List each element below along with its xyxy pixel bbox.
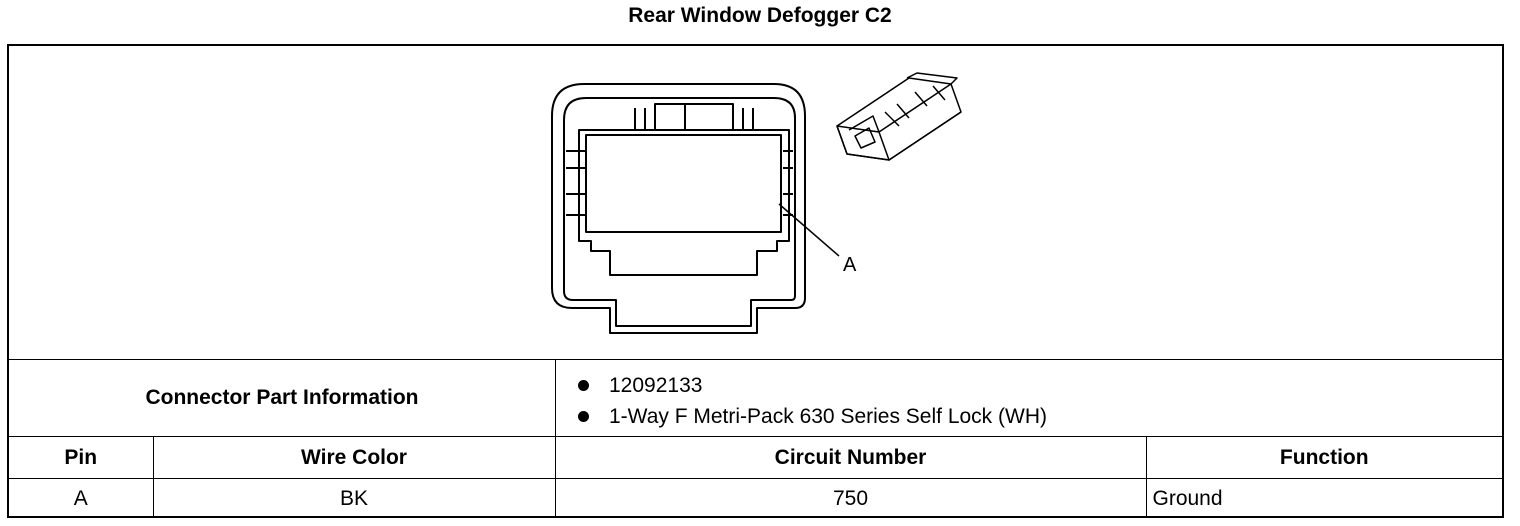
header-circuit-number: Circuit Number xyxy=(554,437,1147,479)
terminal-a xyxy=(585,134,782,233)
table-row: A BK 750 Ground xyxy=(9,478,1502,516)
connector-part-information: Connector Part Information 12092133 1-Wa… xyxy=(9,360,1502,437)
header-wire-color: Wire Color xyxy=(152,437,556,479)
cell-function: Ground xyxy=(1145,478,1502,516)
connector-3d-view xyxy=(836,72,962,161)
header-function: Function xyxy=(1145,437,1502,479)
connector-diagram: A xyxy=(9,46,1502,360)
cell-circuit-number: 750 xyxy=(554,478,1147,516)
housing-outline xyxy=(551,83,806,334)
pin-table-header-row: Pin Wire Color Circuit Number Function xyxy=(9,437,1502,479)
page-title: Rear Window Defogger C2 xyxy=(628,4,892,27)
connector-drawing: A xyxy=(551,72,962,334)
cell-pin: A xyxy=(9,478,154,516)
header-pin: Pin xyxy=(9,437,154,479)
callout-label-a: A xyxy=(843,254,857,276)
latch-top xyxy=(654,103,734,131)
part-info-list-cell: 12092133 1-Way F Metri-Pack 630 Series S… xyxy=(556,360,1502,436)
connector-frame: A Connector Part Information 12092133 1-… xyxy=(7,44,1504,518)
housing-inner xyxy=(563,97,796,327)
cavity-body xyxy=(578,129,790,276)
part-number-item: 12092133 xyxy=(578,370,1047,401)
part-info-list: 12092133 1-Way F Metri-Pack 630 Series S… xyxy=(578,370,1047,432)
connector-description-item: 1-Way F Metri-Pack 630 Series Self Lock … xyxy=(578,401,1047,432)
pin-table: Pin Wire Color Circuit Number Function A… xyxy=(9,437,1502,516)
cell-wire-color: BK xyxy=(152,478,556,516)
callout-leader xyxy=(778,203,840,257)
part-info-label: Connector Part Information xyxy=(9,360,556,436)
